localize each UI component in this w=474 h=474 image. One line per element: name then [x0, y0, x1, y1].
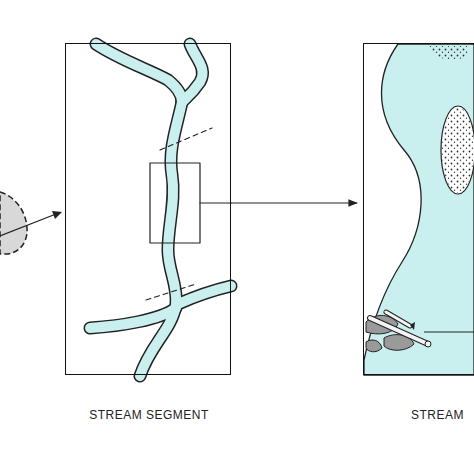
watershed-fragment — [0, 192, 62, 254]
panel-title: STREAM SEGMENT — [89, 408, 209, 422]
map-panel: STREAM SEGMENT — [65, 43, 231, 375]
panel-title: STREAM — [411, 408, 464, 422]
stream-reach-detail — [364, 44, 474, 375]
zoom-arrow — [231, 202, 357, 203]
stream-network — [90, 44, 231, 376]
map-panel: STREAM — [363, 43, 474, 375]
